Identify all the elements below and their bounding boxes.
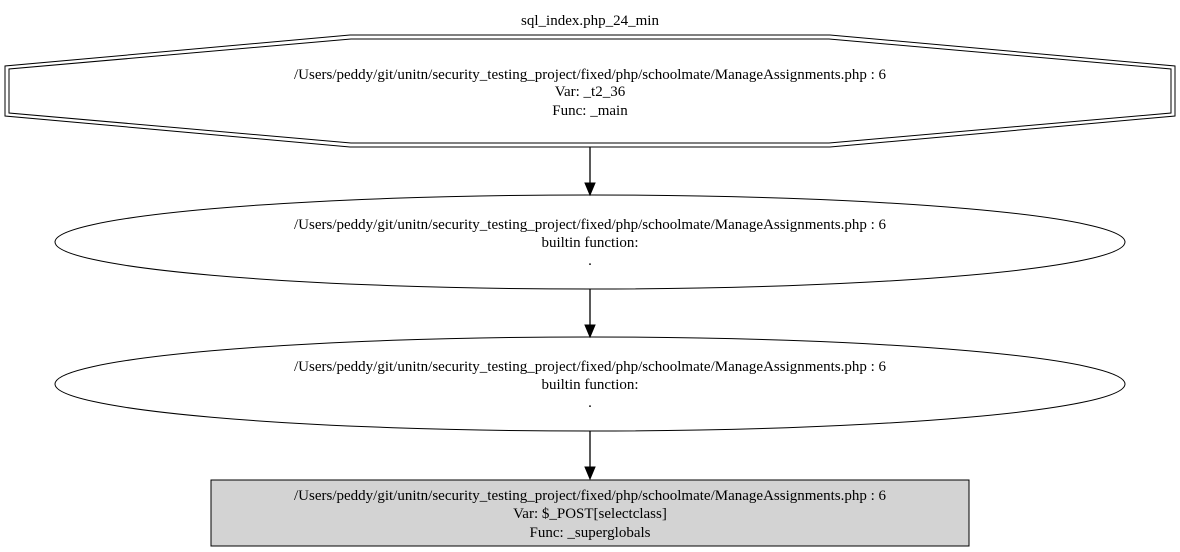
edge-builtin-1-to-builtin-2 (584, 289, 596, 339)
node-builtin-1: /Users/peddy/git/unitn/security_testing_… (54, 194, 1126, 290)
node-builtin-1-file: /Users/peddy/git/unitn/security_testing_… (294, 217, 886, 233)
edge-main-to-builtin-1 (584, 147, 596, 197)
node-superglobals-func: Func: _superglobals (530, 525, 651, 541)
graph-title: sql_index.php_24_min (521, 13, 659, 29)
node-builtin-2: /Users/peddy/git/unitn/security_testing_… (54, 336, 1126, 432)
node-builtin-1-op: . (588, 253, 592, 269)
node-entry-main: /Users/peddy/git/unitn/security_testing_… (4, 34, 1176, 148)
node-entry-main-func: Func: _main (552, 103, 628, 119)
node-entry-main-outer-shape (4, 34, 1176, 148)
node-builtin-2-file: /Users/peddy/git/unitn/security_testing_… (294, 359, 886, 375)
node-builtin-2-type: builtin function: (541, 377, 638, 393)
node-superglobals-shape (210, 479, 970, 547)
node-superglobals-file: /Users/peddy/git/unitn/security_testing_… (294, 488, 886, 504)
node-entry-main-file: /Users/peddy/git/unitn/security_testing_… (294, 67, 886, 83)
edge-builtin-2-to-superglobals (584, 431, 596, 481)
node-builtin-1-type: builtin function: (541, 235, 638, 251)
node-entry-main-inner-shape (8, 38, 1172, 144)
node-builtin-2-op: . (588, 395, 592, 411)
node-entry-main-var: Var: _t2_36 (555, 84, 626, 100)
node-superglobals: /Users/peddy/git/unitn/security_testing_… (210, 479, 970, 547)
node-superglobals-var: Var: $_POST[selectclass] (513, 506, 667, 522)
